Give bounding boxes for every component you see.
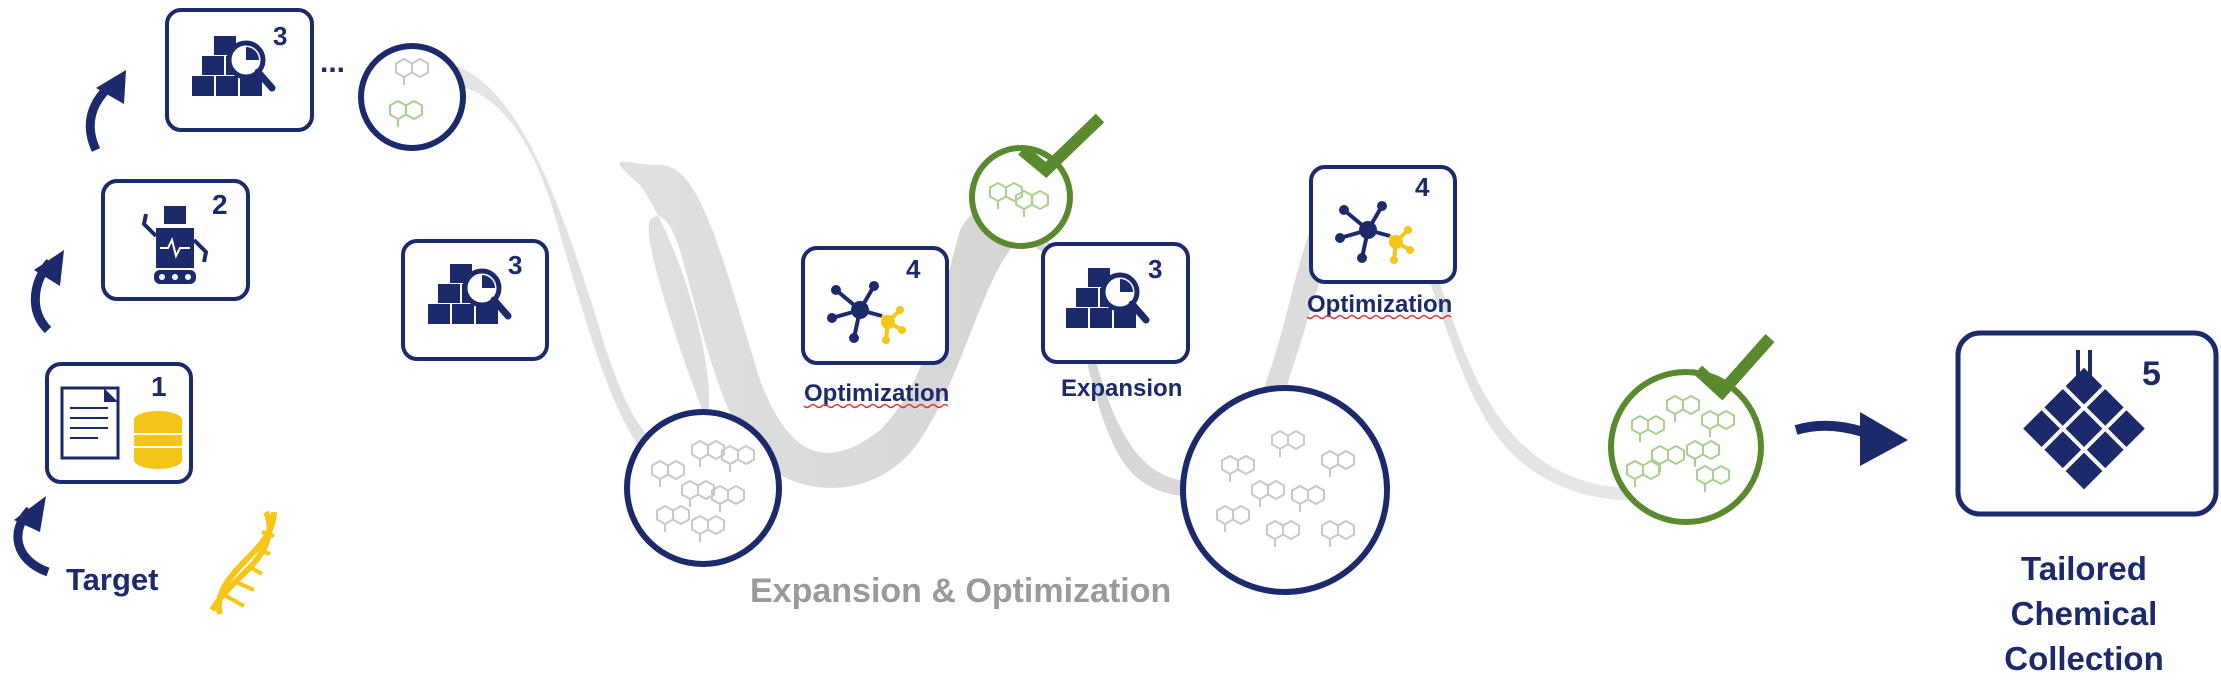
spellcheck-underline-2 — [1306, 314, 1452, 320]
step-3-mid-box: 3 — [1041, 242, 1190, 364]
step-1-box: 1 — [45, 362, 193, 484]
arrow-up-2-icon — [30, 250, 64, 334]
step-3-top-box: 3 — [165, 8, 314, 132]
step-5-number: 5 — [2142, 355, 2161, 393]
spellcheck-underline-1 — [803, 403, 949, 409]
expansion-label: Expansion — [1061, 375, 1182, 402]
tailored-label-line3: Collection — [2004, 640, 2164, 677]
robot-icon — [141, 206, 209, 284]
step-3-left-number: 3 — [508, 250, 522, 280]
arrow-up-1-icon — [13, 496, 50, 577]
step-2-number: 2 — [212, 189, 228, 220]
expansion-optimization-label: Expansion & Optimization — [750, 572, 1171, 610]
tailored-label-line2: Chemical — [2011, 595, 2158, 632]
step-4-right-number: 4 — [1415, 172, 1430, 202]
step-3-top-number: 3 — [273, 21, 287, 51]
checkmark-icon — [1018, 113, 1105, 179]
ellipsis: ... — [320, 46, 345, 79]
molecule-pool-circle-2 — [1180, 385, 1390, 595]
step-4-right-box: 4 — [1309, 165, 1457, 284]
selected-molecules-circle-2 — [1608, 334, 1775, 525]
checkmark-icon — [1693, 334, 1775, 401]
arrow-right-icon — [1794, 412, 1908, 466]
selected-molecules-circle-1 — [969, 113, 1105, 249]
step-5-box: 5 — [1955, 330, 2219, 517]
tailored-label-line1: Tailored — [2021, 550, 2147, 587]
step-1-number: 1 — [151, 371, 167, 402]
target-label: Target — [66, 562, 158, 597]
dna-icon — [209, 510, 277, 615]
optimization-label-2: Optimization — [1307, 291, 1452, 318]
molecule-pool-circle-1 — [624, 409, 782, 567]
document-database-icon — [60, 386, 182, 469]
step-3-left-box: 3 — [401, 239, 549, 361]
step-4-mid-box: 4 — [801, 246, 949, 365]
top-molecule-circle — [358, 43, 466, 151]
step-2-box: 2 — [101, 179, 250, 301]
step-4-mid-number: 4 — [906, 254, 921, 284]
step-3-mid-number: 3 — [1148, 254, 1162, 284]
arrow-up-3-icon — [85, 70, 126, 152]
dispenser-icon — [2074, 350, 2094, 392]
optimization-label-1: Optimization — [804, 380, 949, 407]
